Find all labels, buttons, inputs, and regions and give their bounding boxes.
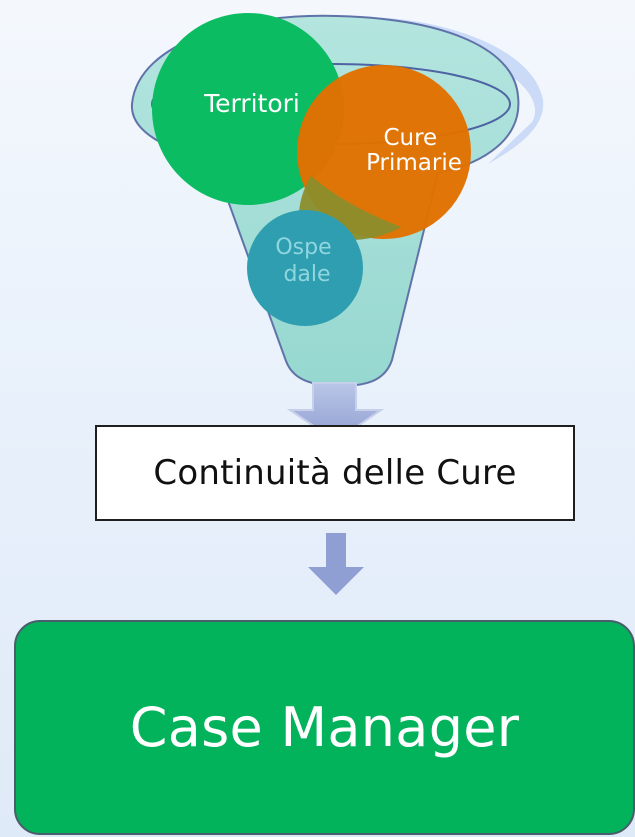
territori-circle-shape	[152, 13, 344, 205]
ospedale-line-1: Ospe	[275, 235, 331, 260]
circle-cure-primarie: Cure Primarie	[297, 65, 471, 241]
ospedale-circle-shape	[247, 210, 363, 326]
cure-primarie-label: Cure Primarie	[366, 125, 462, 176]
cure-primarie-line-1: Cure	[383, 125, 437, 151]
circle-ospedale: Ospe dale	[247, 210, 363, 326]
circle-territori: Territori	[152, 13, 344, 205]
continuity-box: Continuità delle Cure	[95, 425, 575, 521]
down-arrow-bottom	[308, 533, 364, 595]
territori-label: Territori	[203, 89, 300, 118]
ospedale-label: Ospe dale	[275, 235, 338, 287]
case-manager-label: Case Manager	[129, 696, 520, 759]
cure-primarie-circle-shape	[297, 65, 471, 239]
ospedale-line-2: dale	[283, 262, 330, 287]
case-manager-box: Case Manager	[14, 620, 635, 835]
continuity-label: Continuità delle Cure	[153, 453, 517, 493]
territori-label-line-1: Territori	[203, 89, 300, 118]
cure-primarie-line-2: Primarie	[366, 150, 462, 176]
funnel-back-rim	[148, 16, 544, 165]
